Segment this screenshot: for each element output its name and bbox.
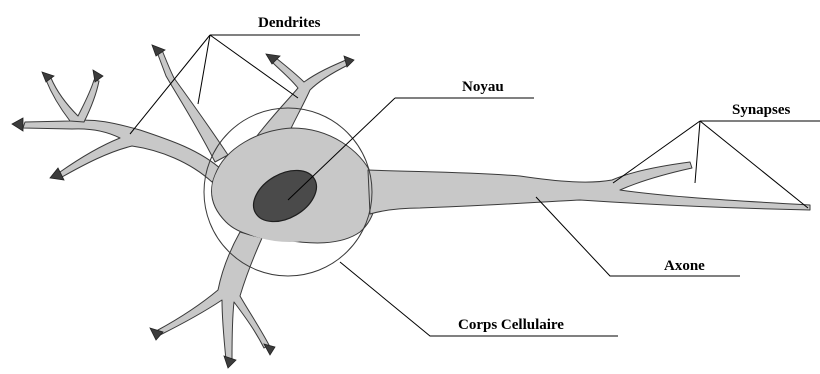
- terminal-bottom-middle: [224, 356, 236, 368]
- dendrite-upper-left: [23, 120, 222, 182]
- label-dendrites: Dendrites: [258, 15, 321, 31]
- leader-synapses-3: [700, 121, 808, 208]
- leader-axone: [536, 197, 740, 276]
- leader-dendrites-2: [198, 35, 210, 104]
- leader-synapses-2: [695, 121, 700, 183]
- label-noyau: Noyau: [462, 79, 504, 95]
- dendrite-branch-top-left: [46, 78, 99, 122]
- label-axone: Axone: [664, 258, 705, 274]
- label-corps-cellulaire: Corps Cellulaire: [458, 317, 564, 333]
- terminal-bottom-right: [264, 344, 275, 355]
- neuron-shape: [23, 50, 810, 360]
- terminal-left: [12, 118, 23, 131]
- label-synapses: Synapses: [732, 102, 791, 118]
- axon: [368, 162, 810, 214]
- dendrite-lower: [158, 232, 269, 360]
- terminal-top-left-b: [93, 70, 103, 82]
